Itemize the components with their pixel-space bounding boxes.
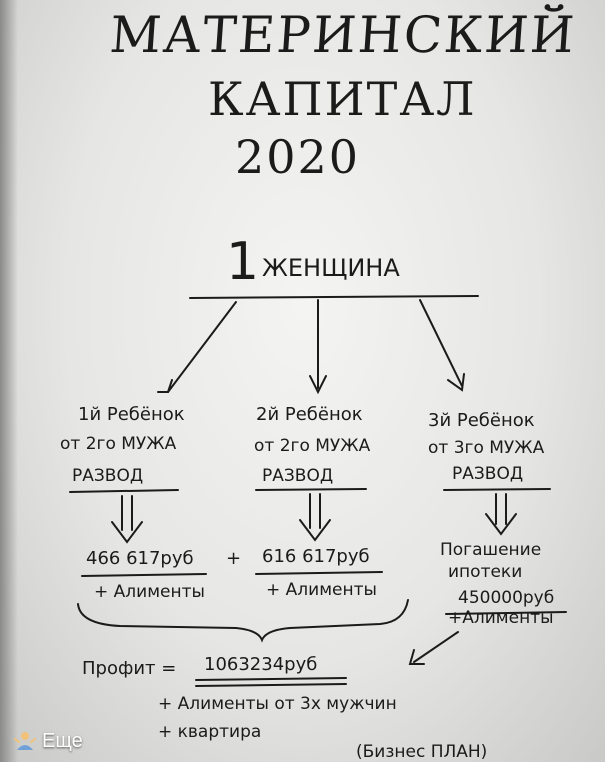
branch-3-status: РАЗВОД: [452, 464, 524, 484]
arrow-left-head: [157, 379, 173, 393]
mortgage-label-2: ипотеки: [448, 562, 523, 582]
arrow-left-shaft: [167, 301, 237, 393]
alimony-first: + Алименты: [94, 582, 205, 602]
sum-brace: [77, 599, 409, 643]
woman-count: 1: [226, 232, 260, 292]
arrow-middle-head: [309, 375, 327, 395]
amount-underline-2: [255, 571, 383, 575]
down-arrow-1: [111, 495, 143, 544]
branch-3-from: от 3го МУЖА: [428, 438, 545, 458]
divorce-underline-3: [443, 488, 551, 491]
mortgage-label-1: Погашение: [440, 540, 542, 560]
alimony-second: + Алименты: [266, 580, 377, 600]
profit-label: Профит =: [82, 658, 177, 679]
divorce-underline-2: [255, 488, 367, 491]
amount-underline-3: [445, 611, 567, 615]
down-arrow-2: [299, 493, 331, 542]
profit-underline-2: [195, 683, 347, 687]
down-arrow-3: [485, 493, 517, 536]
arrow-mortgage-head: [408, 649, 425, 665]
branch-2-status: РАЗВОД: [262, 466, 334, 486]
amount-plus: +: [226, 548, 242, 569]
more-label: Еще: [42, 729, 83, 752]
woman-underline: [189, 295, 479, 299]
divorce-underline-1: [69, 489, 179, 493]
title-line-2: КАПИТАЛ: [208, 72, 477, 126]
branch-3-title: 3й Ребёнок: [428, 410, 535, 431]
branch-1-title: 1й Ребёнок: [78, 404, 185, 425]
branch-1-from: от 2го МУЖА: [60, 434, 177, 454]
arrow-right-head: [447, 373, 465, 392]
title-year: 2020: [235, 130, 361, 184]
branch-2-from: от 2го МУЖА: [254, 436, 371, 456]
branch-2-title: 2й Ребёнок: [256, 404, 363, 425]
business-plan-note: (Бизнес ПЛАН): [356, 742, 488, 762]
amount-second: 616 617руб: [262, 546, 370, 567]
amount-underline-1: [81, 573, 207, 577]
profit-extra-alimony: + Алименты от 3х мужчин: [158, 694, 397, 714]
profit-extra-apartment: + квартира: [158, 722, 262, 742]
title-line-1: МАТЕРИНСКИЙ: [107, 6, 578, 64]
page-shadow: [0, 0, 18, 762]
mortgage-amount: 450000руб: [458, 588, 555, 608]
woman-label: ЖЕНЩИНА: [262, 254, 400, 282]
arrow-right-shaft: [419, 299, 463, 387]
amount-first: 466 617руб: [86, 548, 194, 569]
more-button[interactable]: Еще: [14, 728, 83, 754]
branch-1-status: РАЗВОД: [72, 466, 144, 486]
person-shrug-icon: [14, 730, 36, 752]
arrow-mortgage-shaft: [413, 631, 459, 663]
mortgage-alimony: +Алименты: [448, 608, 554, 628]
profit-underline-1: [195, 677, 347, 681]
profit-value: 1063234руб: [204, 654, 318, 675]
